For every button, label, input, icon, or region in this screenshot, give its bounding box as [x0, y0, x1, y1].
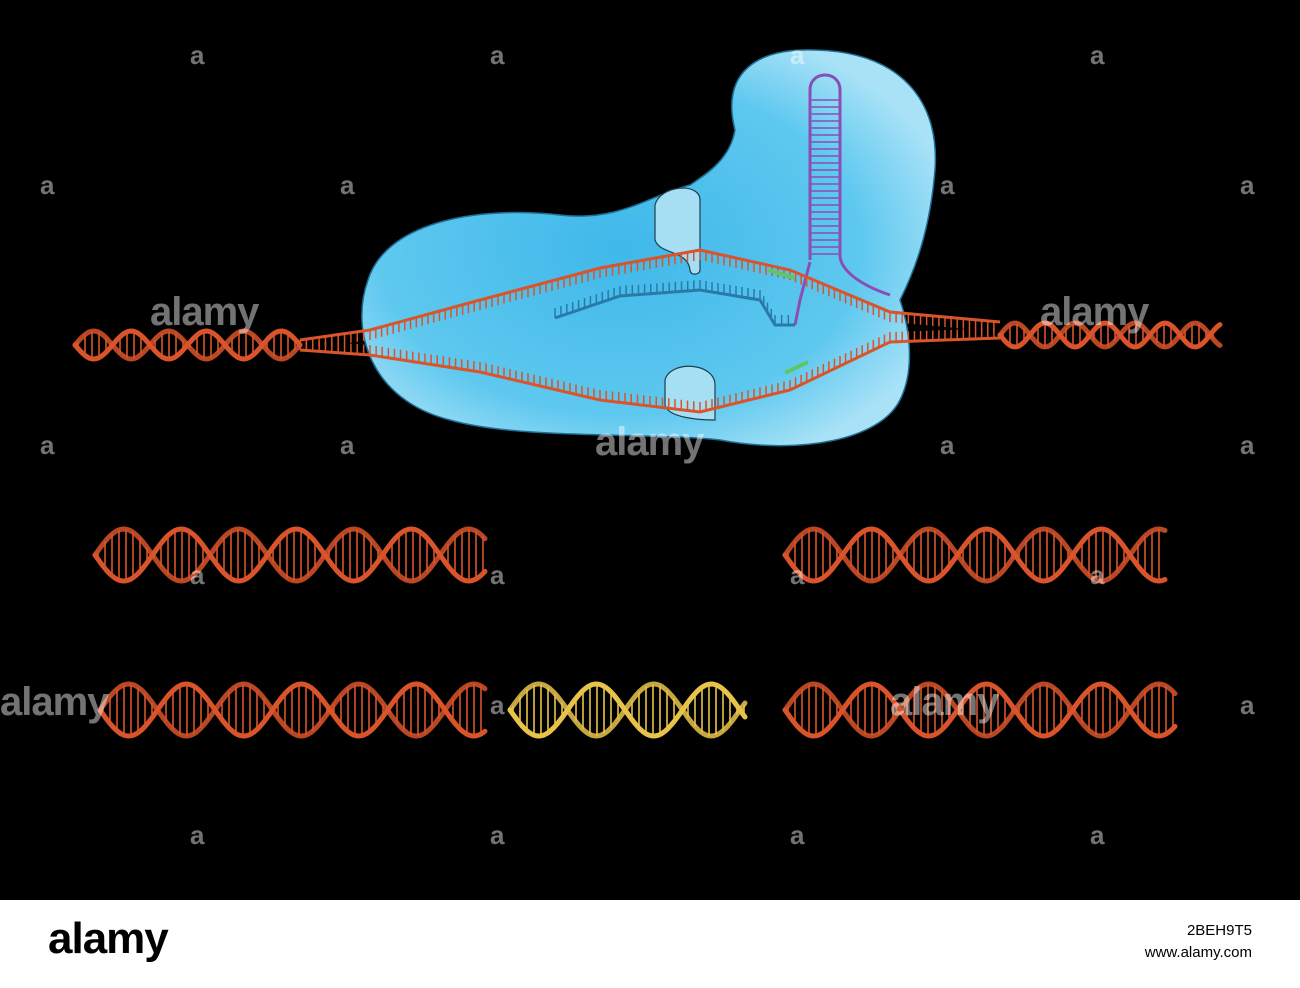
- footer-image-info: 2BEH9T5 www.alamy.com: [1145, 920, 1252, 964]
- watermark-mark: a: [1090, 820, 1105, 850]
- watermark-mark: a: [40, 170, 55, 200]
- diagram-canvas: [72, 49, 1223, 739]
- watermark-brand-5: alamy: [890, 680, 999, 724]
- backbone-strand: [782, 681, 1178, 739]
- backbone-strand: [92, 526, 488, 584]
- watermark-brand-1: alamy: [150, 290, 259, 334]
- watermark-mark: a: [1240, 690, 1255, 720]
- watermark-mark: a: [1090, 40, 1105, 70]
- protein-body: [361, 49, 937, 447]
- watermark-mark: a: [1240, 170, 1255, 200]
- watermark-mark: a: [790, 40, 805, 70]
- watermark-mark: a: [40, 430, 55, 460]
- dna-helices: [72, 320, 1223, 739]
- watermark-mark: a: [190, 40, 205, 70]
- watermark-brand-4: alamy: [0, 680, 109, 724]
- dna-top-strand: [299, 248, 1001, 350]
- backbone-strand: [782, 681, 1178, 739]
- watermark-brand-2: alamy: [1040, 290, 1149, 334]
- pam-marker-top: [767, 268, 796, 280]
- footer-logo: alamy: [48, 914, 169, 963]
- watermark-mark: a: [490, 40, 505, 70]
- watermark-mark: a: [340, 170, 355, 200]
- watermark-mark: a: [190, 820, 205, 850]
- footer-bar: alamy 2BEH9T5 www.alamy.com: [0, 900, 1300, 988]
- dna-helix-right-top: [997, 320, 1223, 350]
- cas9-protein: [361, 49, 937, 447]
- crispr-diagram: alamy alamy alamy alamy alamy a a a a a …: [0, 40, 1255, 850]
- watermark-mark: a: [1090, 560, 1105, 590]
- dna-bubble: [299, 248, 1001, 414]
- protein-lobe-lower: [664, 365, 716, 421]
- dna-repaired-right: [782, 681, 1178, 739]
- backbone-strand: [72, 328, 303, 362]
- watermark-mark: a: [790, 820, 805, 850]
- backbone-strand: [507, 681, 748, 739]
- backbone-strand: [782, 526, 1168, 584]
- backbone-strand: [997, 320, 1223, 350]
- backbone-strand: [997, 320, 1223, 350]
- backbone-strand: [92, 526, 488, 584]
- backbone-strand: [507, 681, 748, 739]
- guide-rna-hairpin: [793, 73, 891, 326]
- guide-rna-strand: [554, 280, 795, 327]
- watermark-mark: a: [490, 560, 505, 590]
- watermark-mark: a: [940, 430, 955, 460]
- guide-rna-spacer: [554, 280, 795, 327]
- dna-cut-right: [782, 526, 1168, 584]
- image-id: 2BEH9T5: [1186, 922, 1252, 939]
- dna-repaired-left: [97, 681, 488, 739]
- backbone-strand: [97, 681, 488, 739]
- dna-cut-left: [92, 526, 488, 584]
- rna-loop-backbone: [808, 73, 891, 297]
- dna-helix-left-top: [72, 328, 303, 362]
- pam-marker-bottom: [784, 360, 809, 375]
- watermark-mark: a: [1240, 430, 1255, 460]
- watermark-mark: a: [340, 430, 355, 460]
- backbone-strand: [782, 526, 1168, 584]
- watermark-mark: a: [940, 170, 955, 200]
- watermark-mark: a: [190, 560, 205, 590]
- dna-inserted-segment: [507, 681, 748, 739]
- dna-bottom-strand: [299, 328, 1001, 414]
- backbone-strand: [97, 681, 488, 739]
- rna-loop-tail: [793, 261, 812, 326]
- site-url: www.alamy.com: [1144, 944, 1252, 961]
- watermark-brand-3: alamy: [595, 420, 704, 464]
- watermark-mark: a: [490, 690, 505, 720]
- watermark-mark: a: [490, 820, 505, 850]
- watermark-mark: a: [790, 560, 805, 590]
